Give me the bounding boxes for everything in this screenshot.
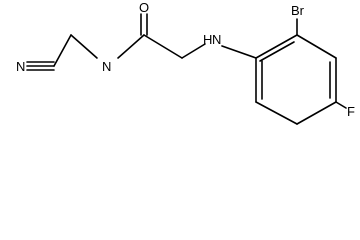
bond-ring-to-fluorine bbox=[335, 101, 347, 109]
bond-ch2-to-amide-n bbox=[70, 34, 98, 59]
bond-ch2-to-amine-n bbox=[181, 43, 206, 59]
bond-nitrile-carbon-to-ch2 bbox=[53, 34, 72, 67]
nitrile-triple-bond bbox=[26, 61, 55, 71]
benzene-ring bbox=[255, 34, 337, 125]
bond-carbonyl-to-ch2 bbox=[143, 34, 183, 59]
chemical-structure-diagram: N N O N H Br F bbox=[16, 0, 355, 125]
atom-label-nitrile-n: N bbox=[16, 59, 25, 74]
bond-amide-n-to-carbonyl bbox=[117, 34, 145, 59]
atom-label-fluorine: F bbox=[347, 104, 355, 119]
atom-label-carbonyl-o: O bbox=[139, 0, 149, 15]
bond-amine-n-to-ring bbox=[221, 45, 257, 59]
atom-label-bromine: Br bbox=[291, 3, 305, 18]
atom-label-amide-n: N bbox=[102, 59, 111, 74]
carbonyl-double-bond bbox=[140, 13, 148, 36]
atom-label-amine-h: H bbox=[203, 32, 212, 47]
atom-label-amine-n: N bbox=[212, 32, 221, 47]
